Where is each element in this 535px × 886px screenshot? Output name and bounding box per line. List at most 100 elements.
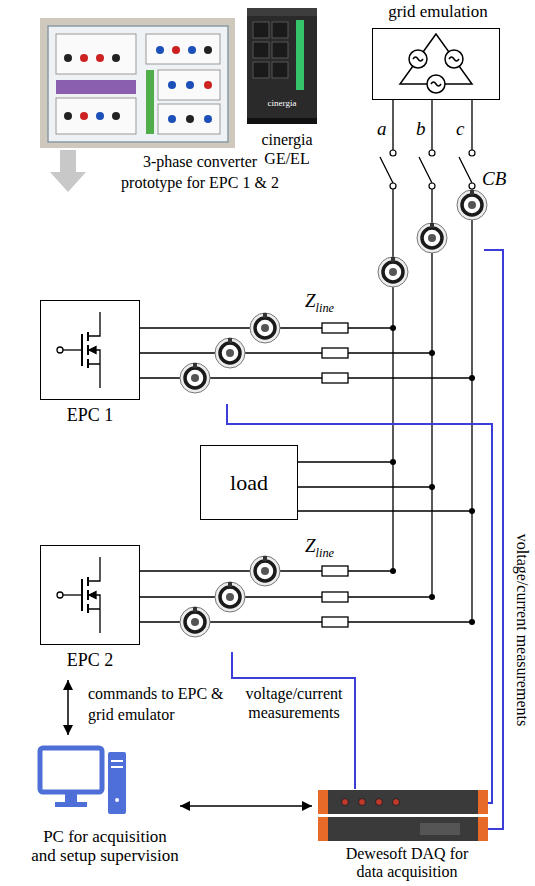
node-label: EPC 2 (40, 650, 140, 671)
node-label: Dewesoft DAQ for data acquisition (337, 845, 477, 881)
label-slot: commands to EPC & grid emulator (88, 683, 238, 725)
monitor (40, 748, 102, 792)
daq-bumper (478, 817, 488, 841)
pc-icon (40, 748, 126, 814)
converter-block: EPC 1 (40, 300, 140, 432)
label-slot: b (416, 118, 426, 140)
junction-dot (469, 619, 475, 625)
drive-slot (111, 760, 123, 762)
signal-note: voltage/current measurements (240, 684, 348, 722)
load-block: load (200, 445, 298, 520)
daq-connector (376, 799, 383, 806)
label-slot: Zline (305, 535, 334, 560)
terminal (112, 54, 120, 62)
current-probe (250, 313, 280, 343)
breaker-contacts (390, 150, 475, 189)
phase-bus (471, 100, 472, 622)
contact (469, 150, 475, 156)
fan-grill (272, 62, 288, 78)
terminal (186, 81, 194, 89)
cabinet-base (247, 118, 317, 124)
load-feeder (298, 462, 472, 511)
terminal (156, 46, 164, 54)
impedance-name: Zline (305, 535, 334, 560)
current-probe (215, 338, 245, 368)
sine-mark (431, 82, 441, 86)
junction-dot (390, 325, 396, 331)
daq-connector (393, 799, 400, 806)
brand-mark: cinergia (257, 98, 307, 108)
converter-outline (40, 545, 140, 645)
fan-grill (253, 42, 269, 58)
junction-dots (390, 325, 475, 625)
mosfet-arrow (89, 592, 96, 599)
daq-connector (359, 799, 366, 806)
impedance-name: Zline (305, 290, 334, 315)
connector-arrow (180, 805, 312, 807)
junction-dot (469, 375, 475, 381)
impedance-symbol (322, 566, 348, 576)
module (146, 34, 220, 64)
mosfet-symbol (57, 312, 100, 388)
subscript: line (316, 301, 335, 315)
device-caption: cinergia GE/EL (247, 130, 327, 168)
impedance-symbol (322, 348, 348, 358)
contact (390, 150, 396, 156)
label-slot: a (377, 118, 387, 140)
daq-bumper (318, 817, 328, 841)
node-label: EPC 1 (40, 405, 140, 426)
contact (469, 183, 475, 189)
terminal (204, 46, 212, 54)
mosfet-arrow (89, 347, 96, 354)
daq-device (318, 790, 488, 841)
module (158, 70, 220, 100)
measurement-wire (232, 652, 355, 789)
node-label: PC for acquisition and setup supervision (20, 827, 190, 865)
terminal (64, 112, 72, 120)
terminal (112, 112, 120, 120)
measurement-wires (227, 250, 503, 829)
gate-lead (63, 594, 82, 595)
gate-plate (81, 579, 83, 611)
mosfet-leads (88, 312, 100, 388)
terminal (172, 46, 180, 54)
ac-source (427, 75, 445, 93)
phase-bus (431, 100, 432, 597)
grey-arrow (50, 150, 86, 192)
gate-terminal (57, 592, 63, 598)
daq-connector (342, 799, 349, 806)
drive-slot (111, 766, 123, 768)
daq-bumper (478, 790, 488, 814)
measurement-wire (227, 404, 492, 803)
delta-sources-symbol (400, 34, 472, 93)
current-probe (215, 582, 245, 612)
terminal (168, 81, 176, 89)
node-label: load (230, 470, 268, 495)
sine-mark (449, 57, 459, 61)
subscript: line (316, 546, 335, 560)
acrylic-case (48, 26, 228, 142)
status-strip (296, 20, 304, 90)
signal-note: commands to EPC & grid emulator (88, 683, 238, 725)
label-slot: c (456, 118, 464, 140)
junction-dot (390, 568, 396, 574)
grid-emulator-outline (372, 28, 500, 100)
phase-name: b (416, 118, 426, 140)
module (56, 34, 136, 74)
impedance-symbol (322, 323, 348, 333)
fan-grill (253, 62, 269, 78)
current-probe (250, 556, 280, 586)
label-slot: voltage/current measurements (511, 510, 531, 750)
daq-unit: Dewesoft DAQ for data acquisition (312, 786, 502, 884)
sine-mark (413, 57, 423, 61)
module-strip (146, 70, 154, 134)
phase-name: a (377, 118, 387, 140)
monitor-base (55, 802, 87, 807)
pc-tower (108, 752, 126, 814)
phase-name: c (456, 118, 464, 140)
terminal (80, 54, 88, 62)
contact (390, 183, 396, 189)
fan-grill (272, 42, 288, 58)
junction-dot (429, 350, 435, 356)
